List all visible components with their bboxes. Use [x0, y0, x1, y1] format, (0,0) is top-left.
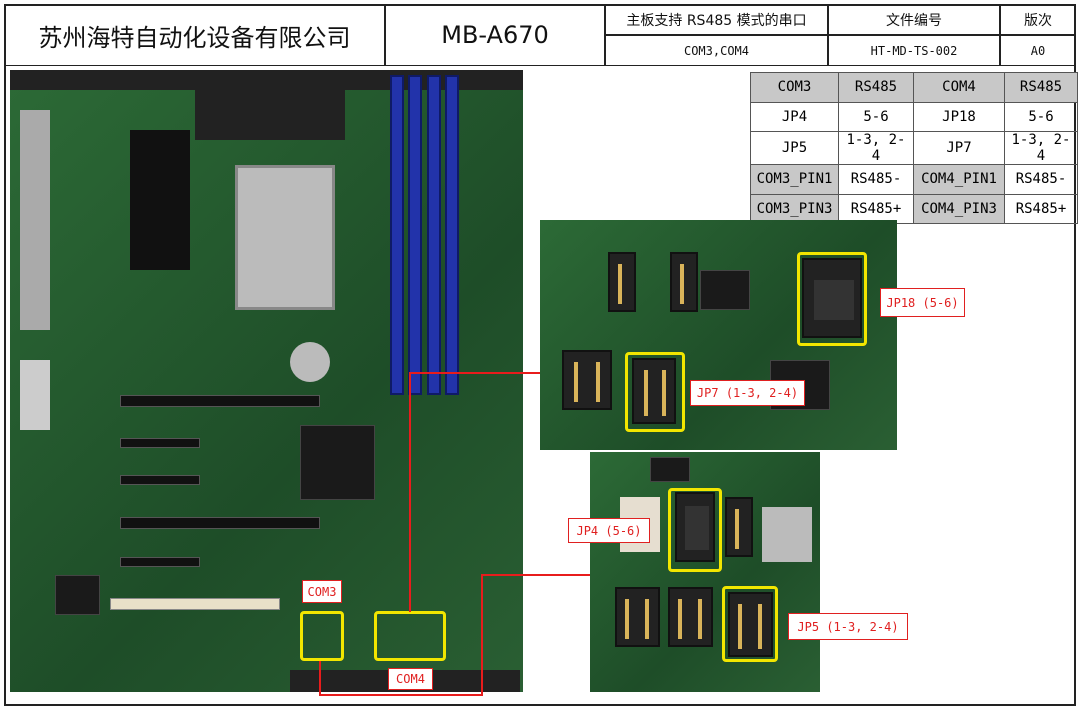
jp18-label: JP18 (5-6) [880, 288, 965, 317]
doc-number-value: HT-MD-TS-002 [828, 35, 1000, 66]
table-cell: 5-6 [838, 101, 914, 133]
table-cell: RS485- [1004, 164, 1078, 195]
model-name: MB-A670 [385, 4, 605, 66]
table-cell: RS485+ [1004, 193, 1078, 225]
jp4-label: JP4 (5-6) [568, 518, 650, 543]
jp18-jp7-closeup-photo [540, 220, 897, 450]
table-cell: JP5 [750, 131, 839, 166]
table-cell: JP18 [913, 101, 1005, 133]
table-cell: COM4_PIN3 [913, 193, 1005, 225]
table-cell: RS485 [838, 72, 914, 103]
subject-value: COM3,COM4 [605, 35, 828, 66]
table-cell: JP7 [913, 131, 1005, 166]
com3-highlight [300, 611, 344, 661]
com4-highlight [374, 611, 446, 661]
arrow-line [319, 694, 483, 696]
jp18-highlight [797, 252, 867, 346]
table-cell: JP4 [750, 101, 839, 133]
jp5-label: JP5 (1-3, 2-4) [788, 613, 908, 640]
jp7-highlight [625, 352, 685, 432]
table-cell: 1-3, 2-4 [1004, 131, 1078, 166]
table-cell: 5-6 [1004, 101, 1078, 133]
table-row: COM3 RS485 COM4 RS485 [750, 72, 1078, 103]
jp4-highlight [668, 488, 722, 572]
arrow-line [319, 661, 321, 696]
company-name: 苏州海特自动化设备有限公司 [4, 4, 385, 66]
table-cell: 1-3, 2-4 [838, 131, 914, 166]
table-cell: COM4 [913, 72, 1005, 103]
table-row: JP4 5-6 JP18 5-6 [750, 101, 1078, 133]
table-cell: COM3_PIN3 [750, 193, 839, 225]
table-cell: COM4_PIN1 [913, 164, 1005, 195]
version-label: 版次 [1000, 4, 1076, 35]
subject-label: 主板支持 RS485 模式的串口 [605, 4, 828, 35]
com3-label: COM3 [302, 580, 342, 603]
arrow-line [481, 574, 611, 576]
doc-number-label: 文件编号 [828, 4, 1000, 35]
arrow-line [409, 372, 579, 374]
table-cell: RS485 [1004, 72, 1078, 103]
table-cell: COM3 [750, 72, 839, 103]
arrow-line [409, 372, 411, 612]
com4-label: COM4 [388, 668, 433, 690]
jumper-table: COM3 RS485 COM4 RS485 JP4 5-6 JP18 5-6 J… [750, 72, 1078, 225]
motherboard-photo [10, 70, 523, 692]
version-value: A0 [1000, 35, 1076, 66]
arrow-line [481, 574, 483, 696]
document-frame [4, 4, 1076, 706]
table-cell: COM3_PIN1 [750, 164, 839, 195]
table-cell: RS485- [838, 164, 914, 195]
table-row: COM3_PIN1 RS485- COM4_PIN1 RS485- [750, 164, 1078, 195]
table-row: JP5 1-3, 2-4 JP7 1-3, 2-4 [750, 131, 1078, 166]
jp5-highlight [722, 586, 778, 662]
jp7-label: JP7 (1-3, 2-4) [690, 380, 805, 406]
